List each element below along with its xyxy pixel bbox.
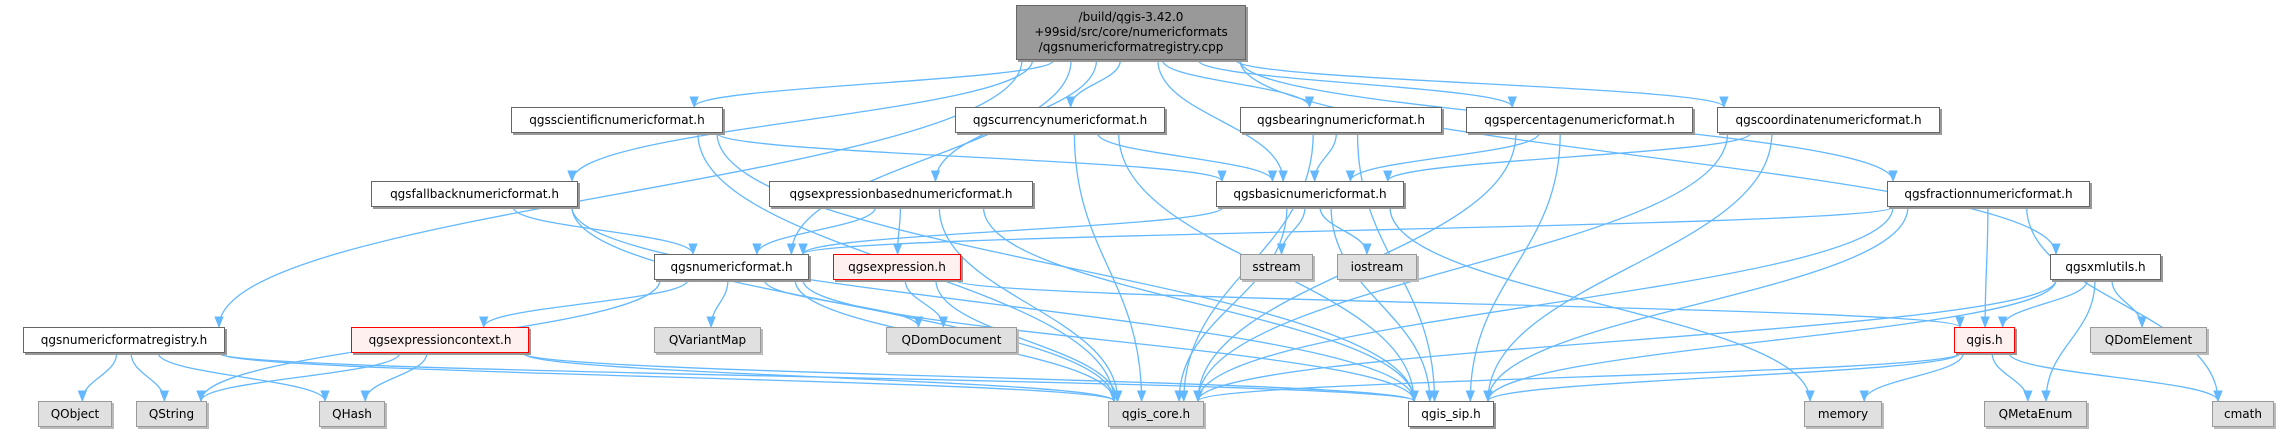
edge-qgis-to-qgis_core [1193, 352, 1961, 403]
edge-currency-to-qgis_core [1073, 132, 1147, 403]
edge-exprbased-to-qgis_core [938, 206, 1123, 403]
node-expression-based[interactable]: qgsexpressionbasednumericformat.h [769, 181, 1033, 207]
edge-registry-to-qhash [157, 352, 330, 403]
edge-numericformat-to-qvariantmap [706, 279, 729, 329]
node-memory: memory [1804, 401, 1882, 427]
node-fraction[interactable]: qgsfractionnumericformat.h [1887, 181, 2090, 207]
edge-root-to-xmlutils [1239, 59, 2061, 256]
edge-root-to-coordinate [1234, 59, 1729, 109]
node-cmath: cmath [2212, 401, 2274, 427]
edge-fraction-to-qgis_sip [1483, 206, 1909, 403]
edge-percentage-to-basic [1345, 132, 1540, 183]
node-qgis[interactable]: qgis.h [1954, 327, 2015, 353]
node-sstream: sstream [1240, 254, 1313, 280]
edge-fraction-to-qgis_core [1193, 206, 1894, 403]
edge-exprcontext-to-qgis_core [522, 352, 1119, 403]
edge-registry-to-qgis_core [218, 352, 1119, 403]
node-root-file: /build/qgis-3.42.0 +99sid/src/core/numer… [1016, 5, 1246, 60]
root-file-line: /qgsnumericformatregistry.cpp [1038, 40, 1224, 54]
edge-fallback-to-numericformat [512, 206, 698, 256]
edge-coordinate-to-qgis_sip [1483, 132, 1773, 403]
node-qdomdocument: QDomDocument [886, 327, 1017, 353]
node-scientific[interactable]: qgsscientificnumericformat.h [511, 107, 723, 133]
node-qgis-core: qgis_core.h [1108, 401, 1204, 427]
edge-basic-to-qgis_core [1174, 206, 1288, 403]
edge-root-to-percentage [1197, 59, 1517, 109]
edge-exprbased-to-expression [892, 206, 903, 256]
node-bearing[interactable]: qgsbearingnumericformat.h [1240, 107, 1442, 133]
edge-qgis-to-memory [1859, 352, 1964, 403]
root-file-line: /build/qgis-3.42.0 [1078, 10, 1184, 24]
edge-root-to-fallback [567, 59, 1034, 183]
edge-numericformat-to-exprcontext [479, 279, 689, 329]
edge-exprbased-to-numericformat [752, 206, 877, 256]
node-qgis-sip[interactable]: qgis_sip.h [1408, 401, 1494, 427]
node-iostream: iostream [1337, 254, 1417, 280]
edge-coordinate-to-basic [1383, 132, 1752, 183]
edge-registry-to-qobject [77, 352, 118, 403]
edge-qgis-to-qgis_sip [1483, 352, 1961, 403]
edge-basic-to-numericformat [798, 206, 1224, 256]
edge-root-to-currency [1065, 59, 1121, 109]
node-coordinate[interactable]: qgscoordinatenumericformat.h [1717, 107, 1940, 133]
node-qdomelement: QDomElement [2090, 327, 2207, 353]
edge-xmlutils-to-qmetaenum [2041, 279, 2096, 403]
edge-exprcontext-to-qstring [196, 352, 401, 403]
edge-fraction-to-qgis [1980, 206, 1990, 329]
edge-qgis-to-qmetaenum [1991, 352, 2033, 403]
edge-root-to-basic [1157, 59, 1288, 183]
edge-exprcontext-to-qhash [360, 352, 428, 403]
edge-bearing-to-basic [1309, 132, 1337, 183]
node-qmetaenum: QMetaEnum [1984, 401, 2087, 427]
edge-exprcontext-to-qgis_sip [522, 352, 1419, 403]
node-qstring: QString [136, 401, 207, 427]
node-expression[interactable]: qgsexpression.h [833, 254, 961, 280]
edge-numericformat-to-qgis_sip [802, 279, 1419, 403]
edge-fraction-to-cmath [2026, 206, 2223, 403]
node-qobject: QObject [38, 401, 112, 427]
edge-fallback-to-qgis_sip [571, 206, 1419, 403]
edge-qgis-to-cmath [2008, 352, 2223, 403]
edge-numericformat-to-qdomdocument [763, 279, 924, 329]
node-qhash: QHash [319, 401, 385, 427]
edge-xmlutils-to-qdomelement [2111, 279, 2147, 329]
root-file-line: +99sid/src/core/numericformats [1034, 25, 1228, 39]
edge-fraction-to-numericformat [798, 206, 1894, 256]
node-qvariantmap: QVariantMap [654, 327, 761, 353]
edge-xmlutils-to-qgis [1998, 279, 2088, 329]
edge-scientific-to-basic [716, 132, 1227, 183]
node-registry[interactable]: qgsnumericformatregistry.h [23, 327, 225, 353]
edge-xmlutils-to-qgis_sip [1483, 279, 2057, 403]
edge-basic-to-memory [1389, 206, 1815, 403]
node-percentage[interactable]: qgspercentagenumericformat.h [1466, 107, 1693, 133]
edge-root-to-scientific [689, 59, 1055, 109]
node-expression-context[interactable]: qgsexpressioncontext.h [351, 327, 529, 353]
edge-basic-to-sstream [1276, 206, 1306, 256]
edge-currency-to-basic [1096, 132, 1278, 183]
node-numericformat[interactable]: qgsnumericformat.h [654, 254, 809, 280]
edge-percentage-to-qgis_sip [1465, 132, 1561, 403]
edge-expression-to-qdomdocument [904, 279, 948, 329]
node-currency[interactable]: qgscurrencynumericformat.h [955, 107, 1165, 133]
node-xmlutils[interactable]: qgsxmlutils.h [2050, 254, 2161, 280]
edge-expression-to-qgis [954, 279, 1965, 329]
node-fallback[interactable]: qgsfallbacknumericformat.h [371, 181, 578, 207]
edge-registry-to-qstring [130, 352, 170, 403]
edge-root-to-numericformat [786, 59, 1072, 256]
edge-basic-to-qgis_sip [1330, 206, 1435, 403]
node-basic[interactable]: qgsbasicnumericformat.h [1216, 181, 1404, 207]
edge-xmlutils-to-qgis_core [1193, 279, 2057, 403]
